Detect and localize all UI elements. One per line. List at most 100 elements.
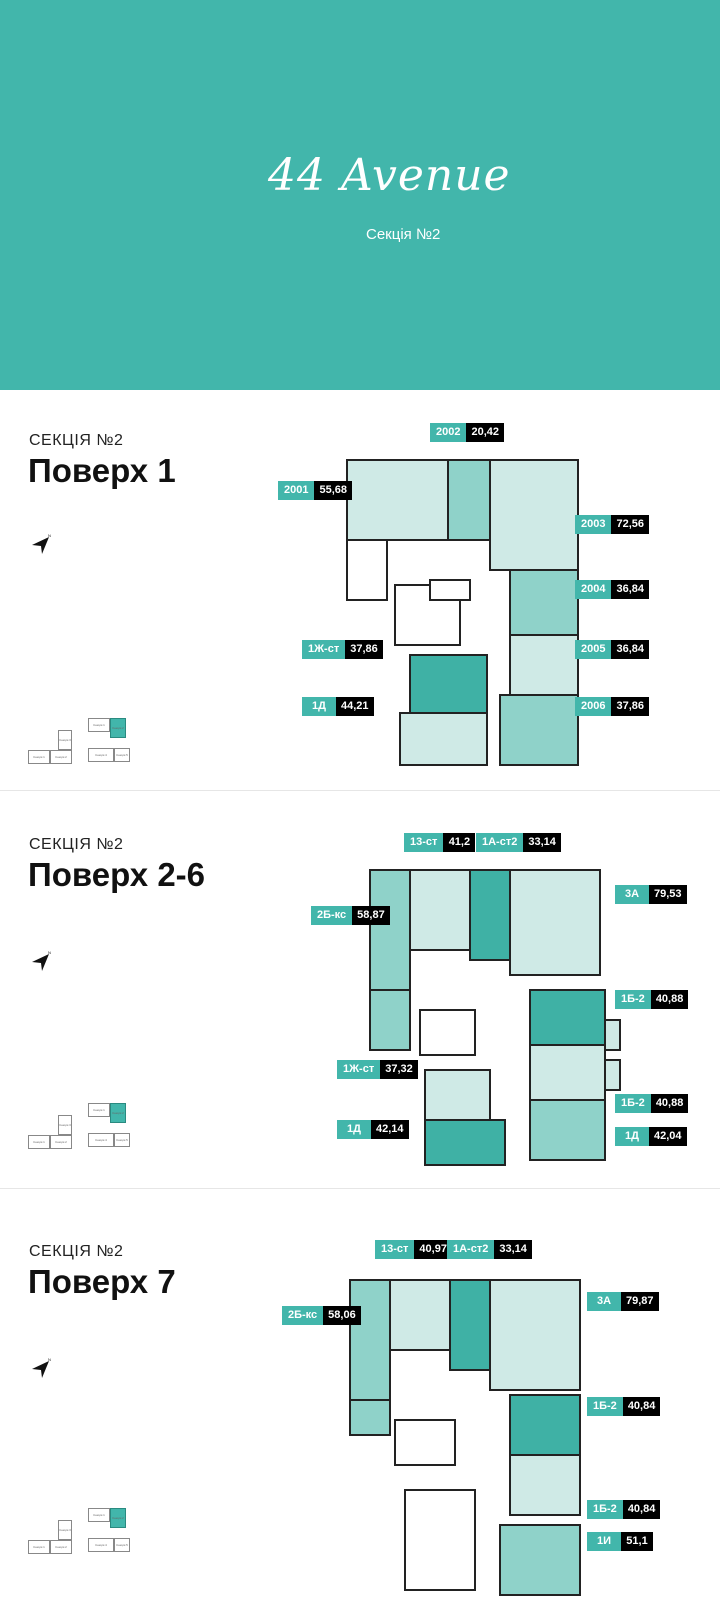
apartment-area: 44,21 <box>336 697 374 716</box>
apartment-type: 13-ст <box>375 1240 415 1259</box>
apartment-unit[interactable] <box>346 459 449 541</box>
apartment-type: 3А <box>615 885 649 904</box>
apartment-type: 1А-ст2 <box>447 1240 495 1259</box>
apartment-unit[interactable] <box>509 1454 581 1516</box>
apartment-unit[interactable] <box>389 1279 451 1351</box>
apartment-unit[interactable] <box>489 1279 581 1391</box>
apartment-unit[interactable] <box>424 1069 491 1121</box>
apartment-unit[interactable] <box>369 869 411 991</box>
apartment-area: 40,84 <box>622 1397 661 1416</box>
apartment-unit[interactable] <box>449 1279 491 1371</box>
apartment-type: 1Ж-ст <box>302 640 346 659</box>
apartment-unit[interactable] <box>529 989 606 1046</box>
apartment-area: 72,56 <box>611 515 650 534</box>
apartment-type: 2002 <box>430 423 467 442</box>
apartment-type: 1Б-2 <box>615 1094 651 1113</box>
apartment-type: 1Д <box>302 697 336 716</box>
apartment-unit[interactable] <box>349 1279 391 1401</box>
key-plan-block: Секція 1 <box>28 1540 50 1554</box>
apartment-unit[interactable] <box>409 654 488 714</box>
apartment-area: 37,86 <box>611 697 650 716</box>
apartment-unit[interactable] <box>509 869 601 976</box>
key-plan-block: Секція 1 <box>28 1135 50 1149</box>
apartment-unit[interactable] <box>499 1524 581 1596</box>
floor-title: Поверх 1 <box>28 452 176 489</box>
apartment-type: 3А <box>587 1292 621 1311</box>
key-plan-block: Секція 1 <box>28 750 50 764</box>
apartment-type: 13-ст <box>404 833 444 852</box>
svg-text:N: N <box>48 950 51 955</box>
apartment-type: 1А-ст2 <box>476 833 524 852</box>
apartment-unit[interactable] <box>499 694 579 766</box>
apartment-unit[interactable] <box>509 634 579 696</box>
apartment-area: 20,42 <box>466 423 505 442</box>
key-plan-block: Секція 5 <box>114 748 130 762</box>
apartment-type: 2Б-кс <box>311 906 353 925</box>
apartment-area: 40,97 <box>414 1240 452 1259</box>
key-plan-block: Секція 2 <box>110 718 126 738</box>
apartment-type: 1Б-2 <box>587 1500 623 1519</box>
svg-text:N: N <box>48 1357 51 1362</box>
apartment-type: 1Б-2 <box>587 1397 623 1416</box>
compass-icon: N <box>32 533 51 554</box>
apartment-type: 2005 <box>575 640 612 659</box>
apartment-type: 1Д <box>615 1127 649 1146</box>
apartment-area: 79,87 <box>621 1292 659 1311</box>
apartment-unit[interactable] <box>509 1394 581 1456</box>
apartment-unit[interactable] <box>469 869 511 961</box>
apartment-unit[interactable] <box>399 712 488 766</box>
apartment-type: 2001 <box>278 481 315 500</box>
apartment-unit[interactable] <box>529 1099 606 1161</box>
stair-core <box>419 1009 476 1056</box>
apartment-unit[interactable] <box>369 989 411 1051</box>
compass-icon: N <box>32 1357 51 1378</box>
apartment-area: 37,32 <box>380 1060 418 1079</box>
apartment-area: 40,88 <box>650 1094 689 1113</box>
apartment-unit[interactable] <box>447 459 491 541</box>
terrace <box>404 1489 476 1591</box>
apartment-unit[interactable] <box>529 1044 606 1101</box>
apartment-area: 36,84 <box>611 640 650 659</box>
apartment-area: 58,06 <box>323 1306 361 1325</box>
key-plan-block: Секція 2 <box>50 1135 72 1149</box>
apartment-area: 33,14 <box>523 833 561 852</box>
apartment-unit[interactable] <box>409 869 471 951</box>
apartment-type: 1Д <box>337 1120 371 1139</box>
apartment-unit[interactable] <box>424 1119 506 1166</box>
apartment-area: 41,2 <box>443 833 476 852</box>
apartment-unit[interactable] <box>349 1399 391 1436</box>
hero-banner: 44 Avenue Секція №2 <box>0 0 720 390</box>
divider <box>0 790 720 791</box>
apartment-type: 1Б-2 <box>615 990 651 1009</box>
section-label: СЕКЦІЯ №2 <box>29 432 124 449</box>
section-label: СЕКЦІЯ №2 <box>29 836 124 853</box>
key-plan-block: Секція 4 <box>88 748 114 762</box>
apartment-unit[interactable] <box>509 569 579 636</box>
apartment-unit[interactable] <box>489 459 579 571</box>
stair-core <box>394 1419 456 1466</box>
